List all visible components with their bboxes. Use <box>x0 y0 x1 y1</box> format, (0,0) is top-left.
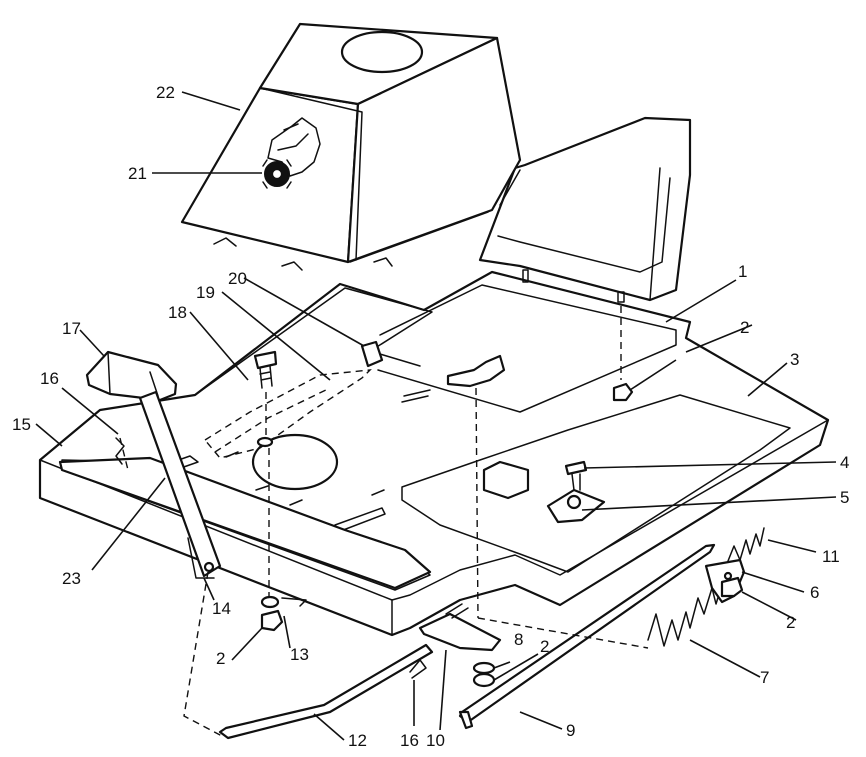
callout-labels: 1 2 3 4 5 11 6 2 7 2 8 9 10 16 12 2 13 1… <box>12 83 849 750</box>
bolt-4-plate-5 <box>546 460 606 524</box>
callout-22: 22 <box>156 83 175 102</box>
callout-8: 8 <box>514 630 523 649</box>
hairpin-16-upper <box>115 437 129 471</box>
callout-20: 20 <box>228 269 247 288</box>
callout-23: 23 <box>62 569 81 588</box>
rod-12 <box>183 571 434 740</box>
deck-bracket <box>446 354 506 619</box>
callout-12: 12 <box>348 731 367 750</box>
rod-9 <box>458 543 716 730</box>
callout-15: 15 <box>12 415 31 434</box>
spring-11-link-6 <box>704 527 765 604</box>
callout-3: 3 <box>790 350 799 369</box>
leader-lines <box>35 91 837 741</box>
callout-2: 2 <box>740 318 749 337</box>
callout-6: 6 <box>810 583 819 602</box>
bolt-18 <box>253 350 278 448</box>
hood <box>180 22 522 271</box>
callout-11: 11 <box>822 547 840 566</box>
callout-21: 21 <box>128 164 147 183</box>
callout-5: 5 <box>840 488 849 507</box>
lower-left-hardware <box>260 448 307 632</box>
seat-hardware <box>522 269 634 402</box>
knob-21 <box>262 159 292 189</box>
callout-10: 10 <box>426 731 445 750</box>
callout-7: 7 <box>760 668 769 687</box>
callout-2: 2 <box>786 613 795 632</box>
callout-17: 17 <box>62 319 81 338</box>
callout-14: 14 <box>212 599 231 618</box>
callout-2: 2 <box>540 637 549 656</box>
callout-1: 1 <box>738 262 747 281</box>
callout-18: 18 <box>168 303 187 322</box>
callout-16: 16 <box>400 731 419 750</box>
callout-19: 19 <box>196 283 215 302</box>
clip-20 <box>360 340 421 368</box>
callout-13: 13 <box>290 645 309 664</box>
pedal-assembly <box>85 350 222 579</box>
mounting-plate-outline <box>203 369 372 459</box>
callout-16: 16 <box>40 369 59 388</box>
seat-back <box>478 116 692 302</box>
callout-2: 2 <box>216 649 225 668</box>
hairpin-16-lower <box>409 659 427 679</box>
callout-9: 9 <box>566 721 575 740</box>
callout-4: 4 <box>840 453 849 472</box>
